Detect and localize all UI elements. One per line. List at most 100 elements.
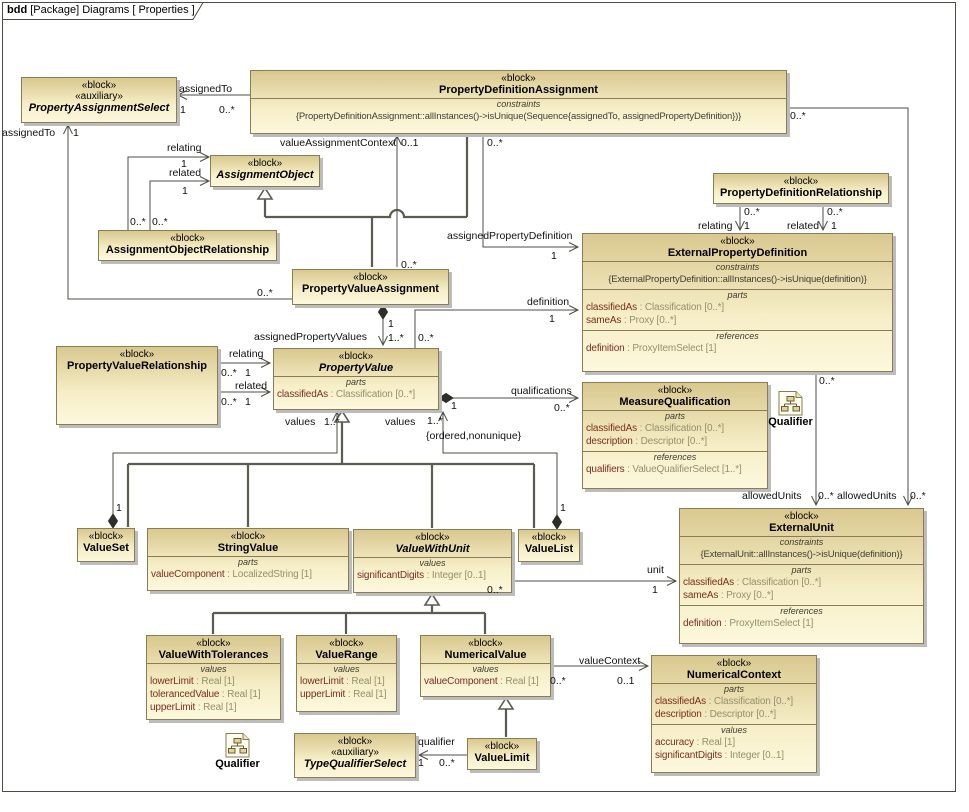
edge-values-valueset[interactable] xyxy=(112,412,338,514)
open-arrowhead-icon xyxy=(260,387,272,397)
attribute-name: description xyxy=(655,709,702,720)
edge-label-l49: allowedUnits xyxy=(742,490,802,502)
edge-assignedto-left[interactable] xyxy=(67,125,292,300)
attribute-type: : Proxy [0..*] xyxy=(718,590,774,601)
edge-label-l42: values xyxy=(285,416,316,428)
block-header: «block»NumericalValue xyxy=(421,636,550,663)
attribute: upperLimit : Real [1] xyxy=(150,701,277,714)
edge-values-valuelist[interactable] xyxy=(442,412,558,515)
attribute-name: classifiedAs xyxy=(683,577,734,588)
edge-label-l47: 1 xyxy=(560,502,566,514)
attribute: significantDigits : Integer [0..1] xyxy=(357,569,508,582)
edge-allowedunits-pda[interactable] xyxy=(787,107,909,505)
compartment-label: references xyxy=(716,331,759,341)
attribute-name: classifiedAs xyxy=(586,302,637,313)
stereotype: «block» xyxy=(468,638,503,649)
attribute-type: : ProxyItemSelect [1] xyxy=(624,343,717,354)
open-arrowhead-icon xyxy=(199,152,211,162)
compartment-constraints: constraints{ExternalPropertyDefinition::… xyxy=(583,261,892,289)
attribute: lowerLimit : Real [1] xyxy=(150,675,277,688)
attribute: accuracy : Real [1] xyxy=(655,736,813,749)
attribute: valueComponent : Real [1] xyxy=(424,675,547,688)
attribute: qualifiers : ValueQualifierSelect [1..*] xyxy=(586,463,764,476)
stereotype: «block» xyxy=(353,272,388,283)
block-assignment-object[interactable]: «block»AssignmentObject xyxy=(210,155,320,187)
edge-relating-assignmentobject[interactable] xyxy=(127,156,209,230)
edge-label-l37: 1 xyxy=(245,396,251,408)
block-name: ValueLimit xyxy=(474,752,530,764)
attribute-type: : Descriptor [0..*] xyxy=(632,436,707,447)
edge-label-l4: assignedTo xyxy=(2,127,56,139)
attribute-name: definition xyxy=(586,343,625,354)
block-name: MeasureQualification xyxy=(619,396,731,408)
qualifier-icon[interactable]: Qualifier xyxy=(768,390,813,428)
block-header: «block»ExternalPropertyDefinition xyxy=(583,234,892,261)
block-header: «block»PropertyValueAssignment xyxy=(293,270,448,297)
block-name: ExternalPropertyDefinition xyxy=(667,247,808,259)
attribute: classifiedAs : Classification [0..*] xyxy=(655,695,813,708)
edge-label-l30: definition xyxy=(527,296,570,308)
block-property-value-relationship[interactable]: «block»PropertyValueRelationship xyxy=(56,346,218,425)
block-property-assignment-select[interactable]: «block»«auxiliary»PropertyAssignmentSele… xyxy=(21,77,177,123)
edge-label-l2: 1 xyxy=(180,104,186,116)
qualifier-icon[interactable]: Qualifier xyxy=(215,732,260,770)
open-arrowhead-icon xyxy=(568,305,580,315)
attribute-name: sameAs xyxy=(586,315,622,326)
edge-label-l21: 0..* xyxy=(744,206,760,218)
edge-generalization-propertyvalue[interactable] xyxy=(126,422,536,528)
compartment-constraints: constraints{ExternalUnit::allInstances()… xyxy=(680,536,923,564)
block-name: AssignmentObjectRelationship xyxy=(105,244,270,256)
attribute-type: : Integer [0..1] xyxy=(721,750,784,761)
edge-label-l43: 1..* xyxy=(324,416,340,428)
edge-label-l9: related xyxy=(169,167,202,179)
edge-assignedpropertydefinition[interactable] xyxy=(482,134,578,248)
attribute: description : Descriptor [0..*] xyxy=(655,708,813,721)
open-arrowhead-icon xyxy=(176,90,188,100)
block-type-qualifier-select[interactable]: «block»«auxiliary»TypeQualifierSelect xyxy=(294,733,416,778)
edge-label-l25: 0..* xyxy=(401,259,417,271)
compartment-label: values xyxy=(720,725,747,735)
attribute-type: : Real [1] xyxy=(343,676,385,687)
block-value-set[interactable]: «block»ValueSet xyxy=(77,528,135,562)
block-value-list[interactable]: «block»ValueList xyxy=(518,529,580,562)
qualifier-icon-label: Qualifier xyxy=(768,416,813,428)
stereotype: «block» xyxy=(170,233,205,244)
edge-related-assignmentobject[interactable] xyxy=(149,180,209,230)
block-value-limit[interactable]: «block»ValueLimit xyxy=(467,738,537,770)
open-arrowhead-icon xyxy=(811,495,821,507)
edge-label-l20: 1 xyxy=(744,220,750,232)
attribute: tolerancedValue : Real [1] xyxy=(150,688,277,701)
block-assignment-object-relationship[interactable]: «block»AssignmentObjectRelationship xyxy=(98,230,277,261)
edge-definition[interactable] xyxy=(414,309,578,348)
attribute-name: description xyxy=(586,436,633,447)
open-arrowhead-icon xyxy=(638,661,650,671)
attribute: classifiedAs : Classification [0..*] xyxy=(586,301,889,314)
edge-label-l27: assignedPropertyValues xyxy=(254,331,368,343)
block-property-value-assignment[interactable]: «block»PropertyValueAssignment xyxy=(292,269,449,305)
generalization-arrowhead-icon xyxy=(333,409,351,423)
stereotype: «block» xyxy=(81,80,117,91)
attribute: valueComponent : LocalizedString [1] xyxy=(151,568,345,581)
attribute-type: : Real [1] xyxy=(497,676,539,687)
edge-label-l15: 0..* xyxy=(487,137,503,149)
attribute-name: upperLimit xyxy=(300,689,346,700)
attribute-name: lowerLimit xyxy=(300,676,344,687)
edge-label-l59: qualifier xyxy=(418,736,455,748)
open-arrowhead-icon xyxy=(903,495,913,507)
block-property-definition-relationship[interactable]: «block»PropertyDefinitionRelationship xyxy=(713,173,889,204)
edge-label-l7: relating xyxy=(167,142,202,154)
edge-label-l40: 0..* xyxy=(554,402,570,414)
edge-generalization-valuewithunit[interactable] xyxy=(211,605,487,634)
